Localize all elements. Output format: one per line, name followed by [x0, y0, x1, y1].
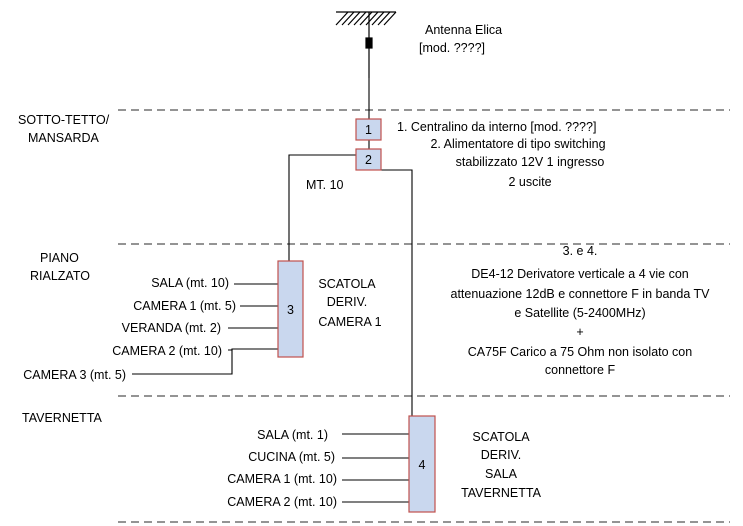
description-item34-line6: CA75F Carico a 75 Ohm non isolato con [468, 345, 692, 359]
floor-label-tavern: TAVERNETTA [22, 411, 103, 425]
description-item34-line3: attenuazione 12dB e connettore F in band… [451, 287, 711, 301]
outlet-box4-cucina: CUCINA (mt. 5) [248, 450, 335, 464]
description-item2-line1: 2. Alimentatore di tipo switching [430, 137, 605, 151]
description-item2-line2: stabilizzato 12V 1 ingresso [456, 155, 605, 169]
cable-length-label: MT. 10 [306, 178, 344, 192]
device-box-3-number: 3 [287, 303, 294, 317]
description-item34-line5: + [576, 325, 583, 339]
scatola-tavernetta-line4: TAVERNETTA [461, 486, 542, 500]
device-box-4 [408, 415, 436, 513]
device-box-4-number: 4 [419, 458, 426, 472]
description-item34-line1: 3. e 4. [563, 244, 598, 258]
antenna-label-line1: Antenna Elica [425, 23, 502, 37]
cables [132, 78, 413, 503]
outlet-box3-camera3: CAMERA 3 (mt. 5) [23, 368, 126, 382]
floor-label-attic-2: MANSARDA [28, 131, 100, 145]
antenna-icon [335, 11, 397, 78]
device-box-2-number: 2 [365, 153, 372, 167]
outlet-box4-sala: SALA (mt. 1) [257, 428, 328, 442]
description-item34-line7: connettore F [545, 363, 616, 377]
scatola-tavernetta-line3: SALA [485, 467, 518, 481]
scatola-tavernetta-line2: DERIV. [481, 448, 522, 462]
description-item2-line3: 2 uscite [508, 175, 551, 189]
floor-label-raised-1: PIANO [40, 251, 79, 265]
outlet-box3-camera2: CAMERA 2 (mt. 10) [112, 344, 222, 358]
outlet-box4-camera1: CAMERA 1 (mt. 10) [227, 472, 337, 486]
antenna-label-line2: [mod. ????] [419, 41, 485, 55]
description-item34-line4: e Satellite (5-2400MHz) [514, 306, 645, 320]
floor-label-attic-1: SOTTO-TETTO/ [18, 113, 110, 127]
outlet-box3-veranda: VERANDA (mt. 2) [122, 321, 221, 335]
description-item1: 1. Centralino da interno [mod. ????] [397, 120, 596, 134]
scatola-tavernetta-line1: SCATOLA [472, 430, 530, 444]
description-item34-line2: DE4-12 Derivatore verticale a 4 vie con [471, 267, 689, 281]
scatola-camera1-line2: DERIV. [327, 295, 368, 309]
floor-label-raised-2: RIALZATO [30, 269, 90, 283]
outlet-box3-sala: SALA (mt. 10) [151, 276, 229, 290]
device-box-2 [355, 148, 382, 171]
device-box-1 [355, 118, 382, 141]
device-box-3 [277, 260, 304, 358]
outlet-box4-camera2: CAMERA 2 (mt. 10) [227, 495, 337, 509]
scatola-camera1-line1: SCATOLA [318, 277, 376, 291]
device-box-1-number: 1 [365, 123, 372, 137]
scatola-camera1-line3: CAMERA 1 [318, 315, 381, 329]
outlet-box3-camera1: CAMERA 1 (mt. 5) [133, 299, 236, 313]
